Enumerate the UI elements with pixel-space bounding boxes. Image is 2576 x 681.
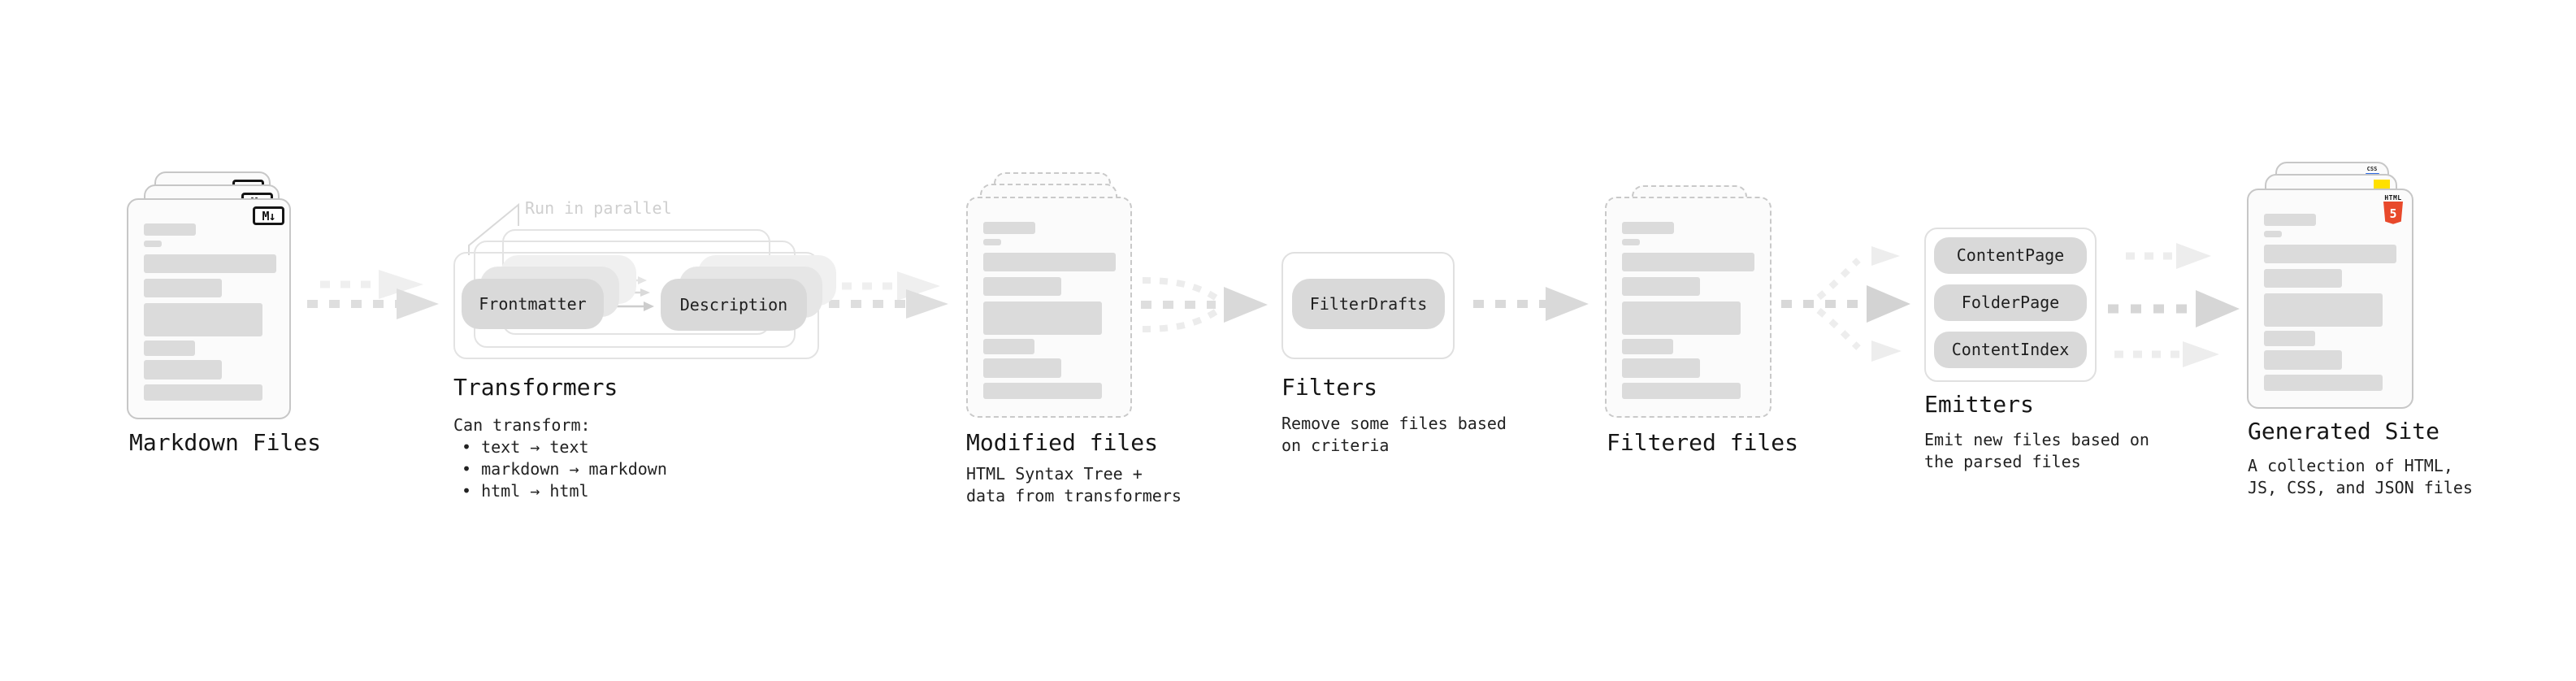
text-line-bar <box>144 254 276 273</box>
arrow-transformers-to-modified <box>829 271 948 319</box>
arrow-filters-to-filtered <box>1473 287 1589 321</box>
subtitle-line: on criteria <box>1281 436 1390 455</box>
emitter-pill-folderpage: FolderPage <box>1934 284 2087 321</box>
subtitle-line: the parsed files <box>1924 452 2081 471</box>
stage-title-filtered-files: Filtered files <box>1607 429 1799 456</box>
transformer-pill-frontmatter: Frontmatter <box>462 279 604 329</box>
svg-text:5: 5 <box>2389 206 2396 221</box>
arrow-modified-to-filters-merge <box>1141 277 1268 332</box>
stage-title-markdown-files: Markdown Files <box>129 429 322 456</box>
emitter-pill-contentindex: ContentIndex <box>1934 332 2087 368</box>
html5-file-icon: HTML 5 <box>2382 194 2405 229</box>
text-line-bar <box>1622 339 1673 354</box>
text-line-bar <box>144 241 162 247</box>
html5-shield: 5 <box>2383 202 2403 224</box>
file-thumbnail <box>1605 197 1772 418</box>
filters-subtitle: Remove some files based on criteria <box>1281 413 1507 457</box>
bullet-item: • html → html <box>462 481 589 501</box>
text-line-bar <box>144 360 222 380</box>
file-thumbnail <box>966 197 1132 418</box>
arrow-emitters-to-generated <box>2108 243 2240 367</box>
stage-title-generated-site: Generated Site <box>2248 418 2440 445</box>
subtitle-line: JS, CSS, and JSON files <box>2248 478 2473 497</box>
stage-title-emitters: Emitters <box>1924 391 2034 418</box>
text-line-bar <box>144 340 195 356</box>
bullet-item: • markdown → markdown <box>462 459 667 479</box>
subtitle-line: data from transformers <box>966 486 1182 505</box>
stage-title-modified-files: Modified files <box>966 429 1159 456</box>
generated-site-subtitle: A collection of HTML, JS, CSS, and JSON … <box>2248 455 2473 499</box>
text-line-bar <box>2264 269 2342 288</box>
emitter-pill-contentpage: ContentPage <box>1934 237 2087 274</box>
subtitle-line: Remove some files based <box>1281 414 1507 433</box>
file-thumbnail: M↓ <box>127 198 291 419</box>
text-line-bar <box>1622 253 1754 271</box>
text-line-bar <box>2264 350 2342 370</box>
text-line-bar <box>2264 331 2315 346</box>
text-line-bar <box>983 383 1102 399</box>
text-line-bar <box>2264 231 2282 237</box>
text-line-bar <box>144 384 262 401</box>
arrow-markdown-to-transformers <box>307 270 439 319</box>
html5-icon-word: HTML <box>2384 194 2402 202</box>
text-line-bar <box>2264 375 2383 391</box>
modified-files-subtitle: HTML Syntax Tree + data from transformer… <box>966 463 1182 507</box>
file-thumbnail: HTML 5 <box>2247 189 2413 409</box>
stage-title-transformers: Transformers <box>453 374 618 401</box>
subtitle-line: HTML Syntax Tree + <box>966 464 1143 484</box>
text-line-bar <box>1622 358 1700 378</box>
text-line-bar <box>2264 214 2316 226</box>
text-line-bar <box>983 239 1001 245</box>
text-line-bar <box>144 303 262 336</box>
text-line-bar <box>983 253 1116 271</box>
run-in-parallel-annotation: Run in parallel <box>525 198 672 218</box>
text-line-bar <box>144 279 222 297</box>
can-transform-heading: Can transform: <box>453 415 591 435</box>
transformer-pill-description: Description <box>661 279 807 331</box>
text-line-bar <box>2264 293 2383 327</box>
stage-title-filters: Filters <box>1281 374 1378 401</box>
text-line-bar <box>1622 222 1674 234</box>
text-line-bar <box>1622 277 1700 296</box>
text-line-bar <box>983 222 1035 234</box>
text-line-bar <box>2264 245 2396 263</box>
bullet-item: • text → text <box>462 437 589 457</box>
text-line-bar <box>983 339 1034 354</box>
text-line-bar <box>983 301 1102 335</box>
text-line-bar <box>983 358 1061 378</box>
text-line-bar <box>1622 383 1741 399</box>
markdown-icon: M↓ <box>253 206 284 225</box>
css-icon-label: CSS <box>2366 166 2378 172</box>
text-line-bar <box>1622 301 1741 335</box>
arrow-filtered-to-emitters-split <box>1781 246 1910 362</box>
subtitle-line: Emit new files based on <box>1924 430 2149 449</box>
transformers-description: Can transform: • text → text • markdown … <box>453 414 667 502</box>
text-line-bar <box>144 223 196 236</box>
filter-pill-filterdrafts: FilterDrafts <box>1292 279 1445 329</box>
emitters-subtitle: Emit new files based on the parsed files <box>1924 429 2149 473</box>
js-file-icon <box>2374 180 2390 189</box>
text-line-bar <box>1622 239 1640 245</box>
text-line-bar <box>983 277 1061 296</box>
subtitle-line: A collection of HTML, <box>2248 456 2453 475</box>
